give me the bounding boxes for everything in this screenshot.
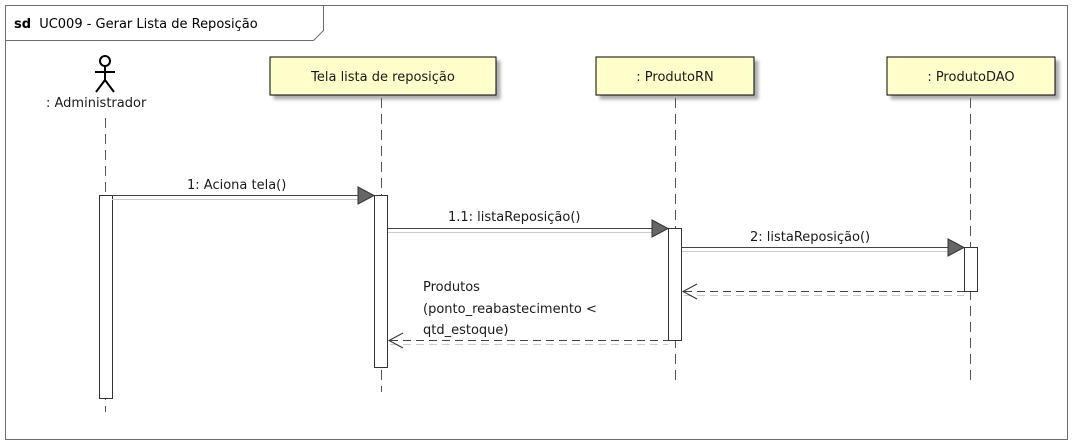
lifeline-label-tela: Tela lista de reposição: [310, 70, 455, 85]
actor-icon: [95, 55, 115, 93]
return-message-line-1: Produtos: [423, 280, 480, 295]
lifeline-label-produtorn: : ProdutoRN: [636, 70, 713, 85]
message-1: [112, 186, 376, 205]
message-1-1-label: 1.1: listaReposição(): [448, 210, 581, 225]
actor-label: : Administrador: [46, 96, 147, 111]
lifeline-head-produtorn[interactable]: [595, 56, 755, 96]
lifeline-head-tela[interactable]: [269, 56, 497, 96]
return-message-1-1-arrowhead: [387, 332, 404, 349]
return-message-1-1: [387, 332, 668, 349]
message-2-label: 2: listaReposição(): [750, 230, 870, 245]
lifeline-label-produtodao: : ProdutoDAO: [927, 70, 1014, 85]
return-message-label: Produtos (ponto_reabastecimento < qtd_es…: [423, 280, 601, 338]
frame-title: sd UC009 - Gerar Lista de Reposição: [14, 17, 258, 32]
return-message-line-3: qtd_estoque): [423, 323, 508, 338]
frame-keyword: sd: [14, 17, 31, 32]
return-message-2-arrowhead: [681, 283, 698, 300]
activation-produtodao: [964, 247, 978, 292]
activation-tela: [374, 195, 388, 368]
lifeline-head-produtodao[interactable]: [886, 56, 1056, 96]
message-2-arrowhead: [947, 238, 966, 257]
frame-title-text: UC009 - Gerar Lista de Reposição: [39, 17, 258, 32]
message-1-arrowhead: [357, 186, 376, 205]
message-1-1-arrowhead: [651, 219, 670, 238]
return-message-line-2: (ponto_reabastecimento <: [423, 302, 597, 317]
message-1-1: [388, 219, 670, 238]
activation-actor: [99, 195, 113, 399]
message-1-label: 1: Aciona tela(): [187, 178, 286, 193]
return-message-2: [681, 283, 964, 300]
message-2: [682, 238, 966, 257]
frame-title-tab: [5, 5, 324, 41]
activation-produtorn: [668, 228, 682, 341]
